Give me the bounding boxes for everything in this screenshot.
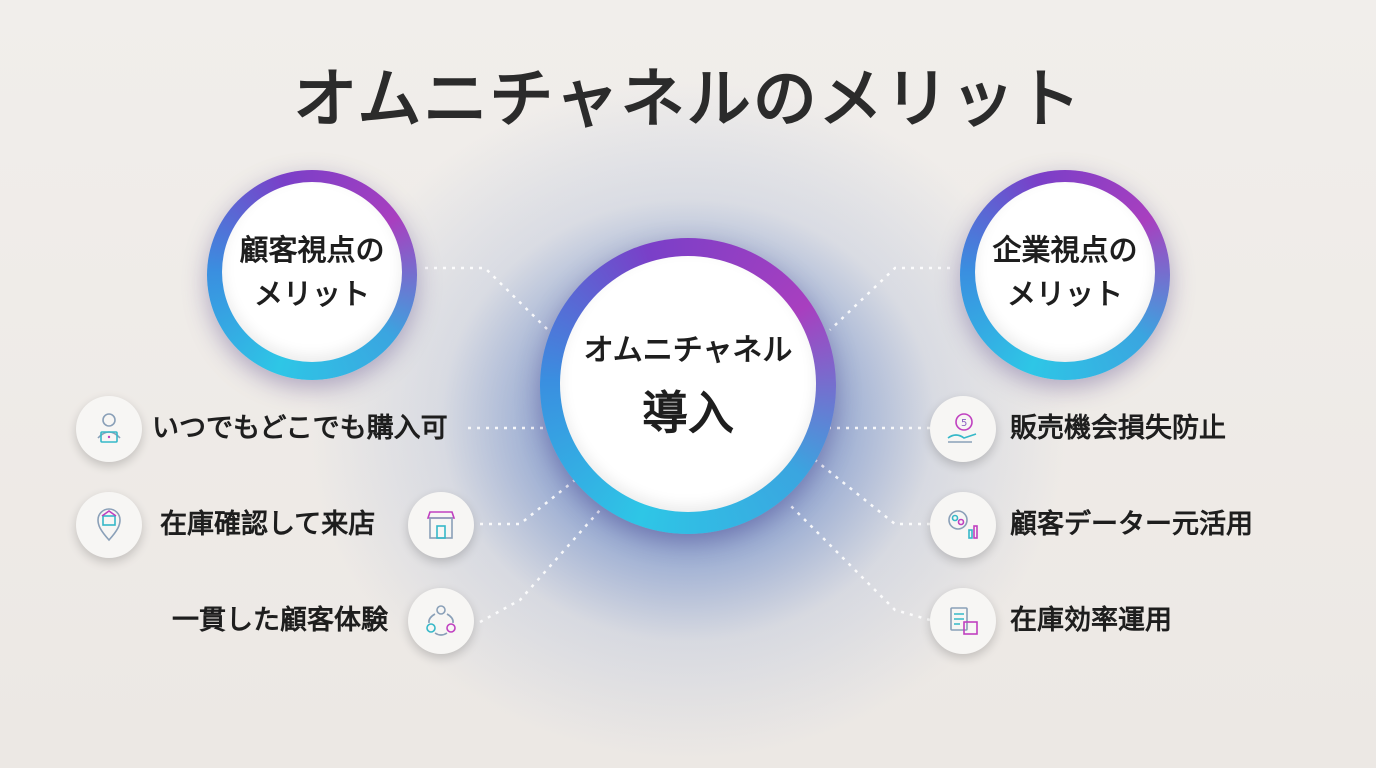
connector-hub-item-data (814, 459, 930, 526)
customer-heading-line1: 顧客視点の (239, 233, 385, 267)
business-category-node: 企業視点の メリット (975, 182, 1155, 362)
hub-label-line1: オムニチャネル (583, 333, 793, 368)
business-heading-line2: メリット (1006, 277, 1123, 311)
connector-hub-business (829, 266, 950, 331)
connector-hub-customer (425, 266, 549, 331)
customer-category-node: 顧客視点の メリット (222, 182, 402, 362)
people-cycle-icon (408, 588, 474, 654)
connector-hub-item-stock (480, 471, 586, 526)
connector-hub-item-inventory (789, 504, 931, 622)
item-anytime-purchase: いつでもどこでも購入可 (152, 413, 448, 444)
item-inventory-efficiency: 在庫効率運用 (1010, 605, 1172, 636)
item-consistent-experience: 一貫した顧客体験 (172, 605, 388, 636)
map-pin-icon (76, 492, 142, 558)
hub-node: オムニチャネル 導入 (560, 256, 816, 512)
business-heading-line1: 企業視点の (992, 233, 1138, 267)
inventory-clipboard-icon (930, 588, 996, 654)
data-analytics-icon (930, 492, 996, 558)
storefront-icon (408, 492, 474, 558)
connector-hub-item-consistent (479, 509, 601, 624)
person-laptop-icon (76, 396, 142, 462)
customer-heading-line2: メリット (253, 277, 370, 311)
svg-text:5: 5 (961, 418, 967, 429)
item-sales-loss-prevention: 販売機会損失防止 (1010, 413, 1226, 444)
item-unified-customer-data: 顧客データー元活用 (1010, 509, 1253, 540)
page-title: オムニチャネルのメリット (293, 63, 1083, 137)
coin-hand-icon: 5 (930, 396, 996, 462)
hub-label-line2: 導入 (642, 386, 734, 440)
item-stock-check-visit: 在庫確認して来店 (160, 509, 376, 540)
